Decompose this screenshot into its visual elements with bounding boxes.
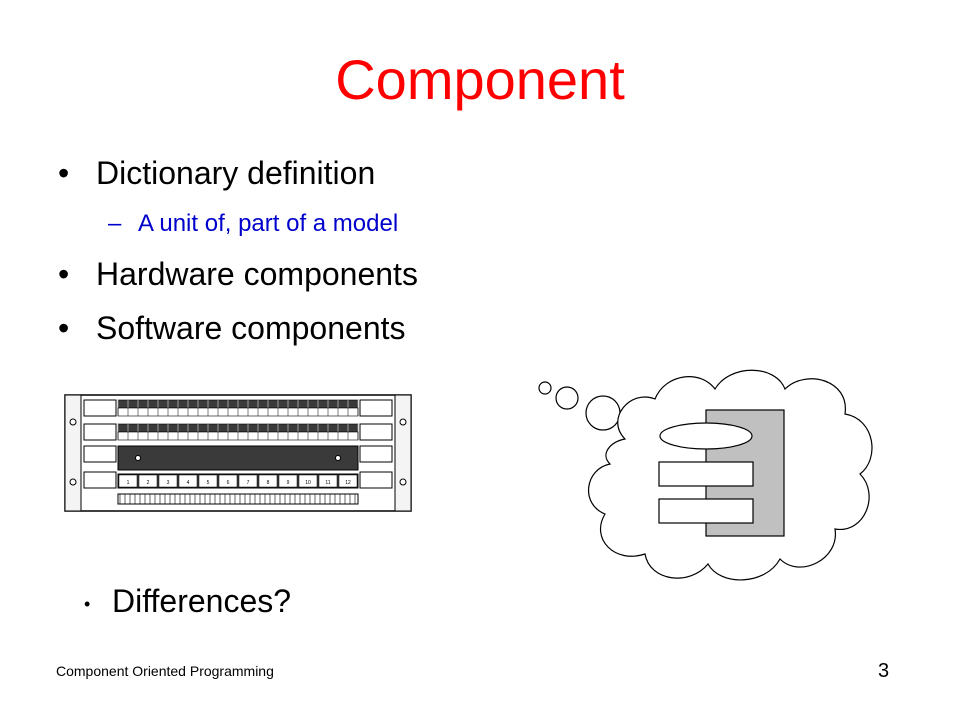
bullet-marker: •	[58, 256, 70, 292]
port-box	[278, 474, 298, 488]
bullet-marker: •	[84, 593, 91, 614]
port-box	[318, 474, 338, 488]
port-number-label: 1	[127, 480, 130, 486]
sub-bullet-unit-definition: –A unit of, part of a model	[108, 209, 398, 239]
port-number-label: 7	[247, 480, 250, 486]
port-number-label: 2	[147, 480, 150, 486]
port-number-label: 10	[305, 480, 311, 486]
port-box	[158, 474, 178, 488]
port-box	[118, 474, 138, 488]
question-text: Differences?	[112, 583, 292, 619]
port-number-label: 11	[325, 480, 330, 486]
port-box	[178, 474, 198, 488]
footer-course-title: Component Oriented Programming	[56, 663, 274, 679]
port-box	[198, 474, 218, 488]
port-number-label: 4	[187, 480, 190, 486]
port-number-label: 6	[227, 480, 230, 486]
thought-cloud-component-icon	[538, 369, 873, 581]
port-box	[258, 474, 278, 488]
port-box	[238, 474, 258, 488]
port-number-label: 3	[167, 480, 170, 486]
port-box	[138, 474, 158, 488]
sub-bullet-text: A unit of, part of a model	[138, 210, 399, 237]
bullet-dictionary-definition: • Dictionary definition	[58, 154, 375, 192]
bullet-software-components: • Software components	[58, 309, 406, 347]
port-number-label: 12	[345, 480, 351, 486]
bullet-text: Hardware components	[96, 256, 418, 292]
port-box	[338, 474, 358, 488]
bullet-text: Software components	[96, 310, 406, 346]
sub-bullet-marker: –	[108, 210, 122, 237]
port-number-label: 9	[287, 480, 290, 486]
bullet-differences-question: • Differences?	[84, 582, 291, 623]
port-box	[218, 474, 238, 488]
bullet-marker: •	[58, 310, 70, 346]
bullet-hardware-components: • Hardware components	[58, 255, 418, 293]
slide-page-number: 3	[878, 660, 890, 682]
slide-title: Component	[335, 48, 625, 111]
port-box	[298, 474, 318, 488]
bullet-marker: •	[58, 155, 70, 191]
port-number-label: 5	[207, 480, 210, 486]
bullet-text: Dictionary definition	[96, 155, 376, 191]
port-number-label: 8	[267, 480, 270, 486]
